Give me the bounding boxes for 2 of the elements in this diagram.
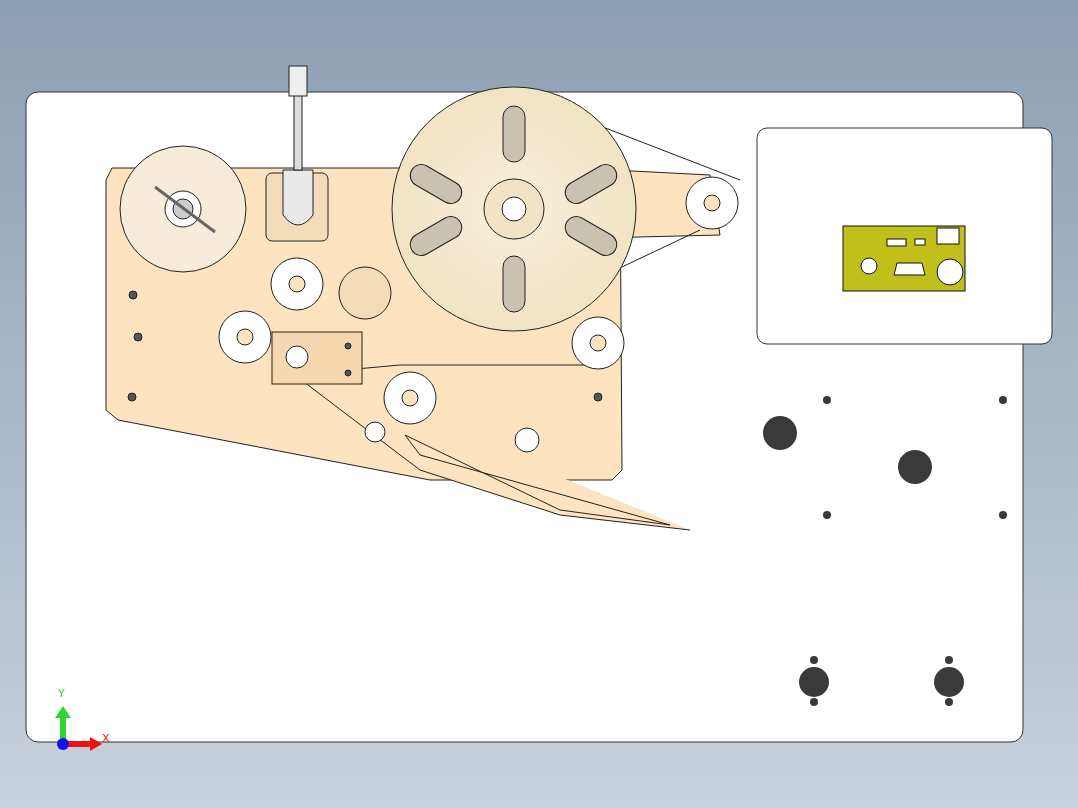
axis-label: Y: [58, 688, 65, 699]
axis-label: X: [102, 733, 110, 744]
